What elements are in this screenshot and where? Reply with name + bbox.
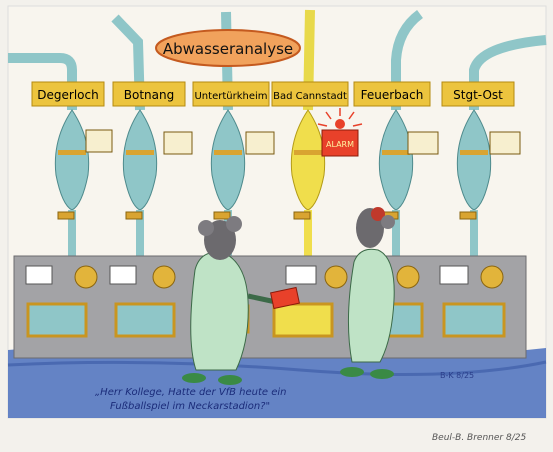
station-sign-stgt-ost [441, 81, 515, 107]
flask-row [54, 109, 492, 211]
signature-small: B-K 8/25 [440, 371, 474, 380]
station-label-botnang: Botnang [124, 88, 174, 102]
console-screens [26, 302, 506, 338]
station-sign-feuerbach [353, 81, 431, 107]
title-text: Abwasseranalyse [163, 40, 293, 58]
station-label-bad-cannstadt: Bad Cannstadt [273, 91, 347, 102]
meter-boxes [85, 129, 521, 155]
rat-scientist-left [182, 216, 300, 385]
station-labels: Degerloch Botnang Untertürkheim Bad Cann… [31, 81, 515, 107]
title-oval [155, 29, 301, 67]
alarm-indicator: ALARM [317, 108, 363, 157]
caption-line-1: „Herr Kollege, Hatte der VfB heute ein [95, 387, 287, 398]
station-label-degerloch: Degerloch [37, 88, 98, 102]
station-sign-bad-cannstadt [271, 81, 349, 107]
alarm-box [321, 129, 359, 157]
alarm-label: ALARM [326, 140, 354, 149]
station-sign-untertuerkheim [192, 81, 270, 107]
station-sign-botnang [112, 81, 186, 107]
station-label-untertuerkheim: Untertürkheim [194, 91, 267, 102]
signature: Beul-B. Brenner 8/25 [432, 433, 526, 443]
station-label-feuerbach: Feuerbach [361, 88, 424, 102]
station-sign-degerloch [31, 81, 105, 107]
caption-line-2: Fußballspiel im Neckarstadion?" [110, 401, 270, 412]
station-label-stgt-ost: Stgt-Ost [453, 88, 503, 102]
console-gauges [25, 265, 504, 289]
rat-scientist-right [340, 207, 395, 379]
